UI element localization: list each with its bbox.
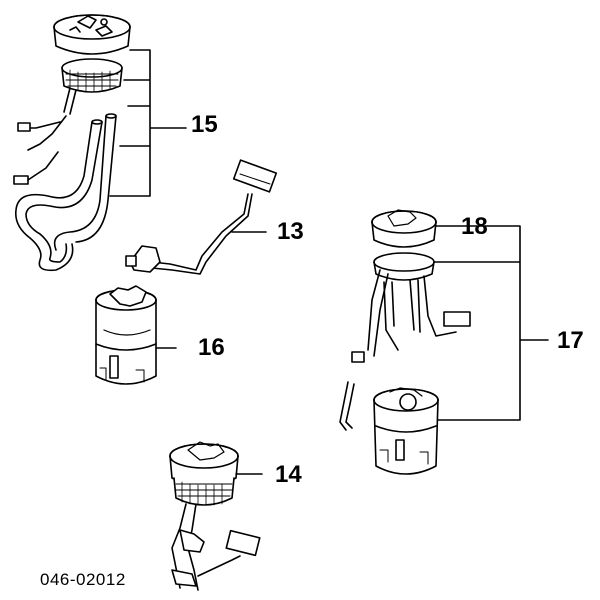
- callout-16: 16: [198, 334, 225, 361]
- part-17-pump-reservoir: [339, 381, 439, 475]
- callout-17: 17: [557, 327, 584, 354]
- part-18-pump-flange: [351, 209, 549, 421]
- part-13-level-sender: [125, 159, 278, 275]
- callout-18: 18: [461, 213, 488, 240]
- part-14-pump-module: [169, 441, 263, 591]
- callout-15: 15: [191, 111, 218, 138]
- callout-14: 14: [275, 461, 302, 488]
- callout-13: 13: [277, 218, 304, 245]
- document-number: 046-02012: [40, 570, 126, 589]
- part-15-fuel-pump-assembly: [13, 14, 187, 272]
- part-16-pump-canister: [95, 285, 177, 385]
